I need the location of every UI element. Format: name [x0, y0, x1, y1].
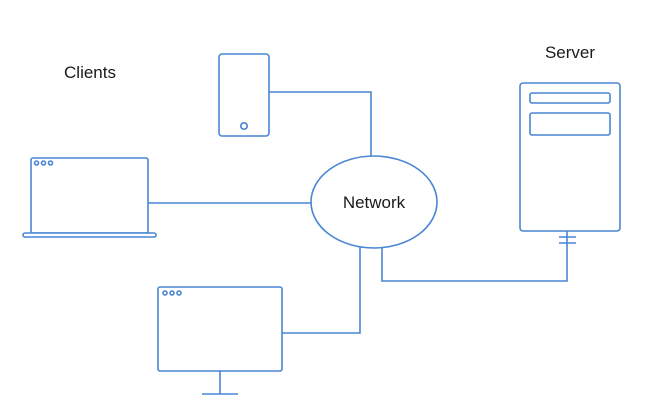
clients-label: Clients	[64, 63, 116, 82]
laptop-icon	[22, 157, 157, 238]
network-node: Network	[310, 155, 438, 249]
desktop-network-connector	[282, 247, 361, 334]
phone-network-connector	[269, 91, 372, 157]
network-label: Network	[343, 193, 406, 212]
phone-icon	[218, 53, 270, 137]
network-server-connector	[381, 231, 568, 282]
server-tower-icon	[519, 82, 621, 244]
connection-lines	[148, 91, 568, 334]
server-label: Server	[545, 43, 595, 62]
desktop-monitor-icon	[157, 286, 283, 395]
